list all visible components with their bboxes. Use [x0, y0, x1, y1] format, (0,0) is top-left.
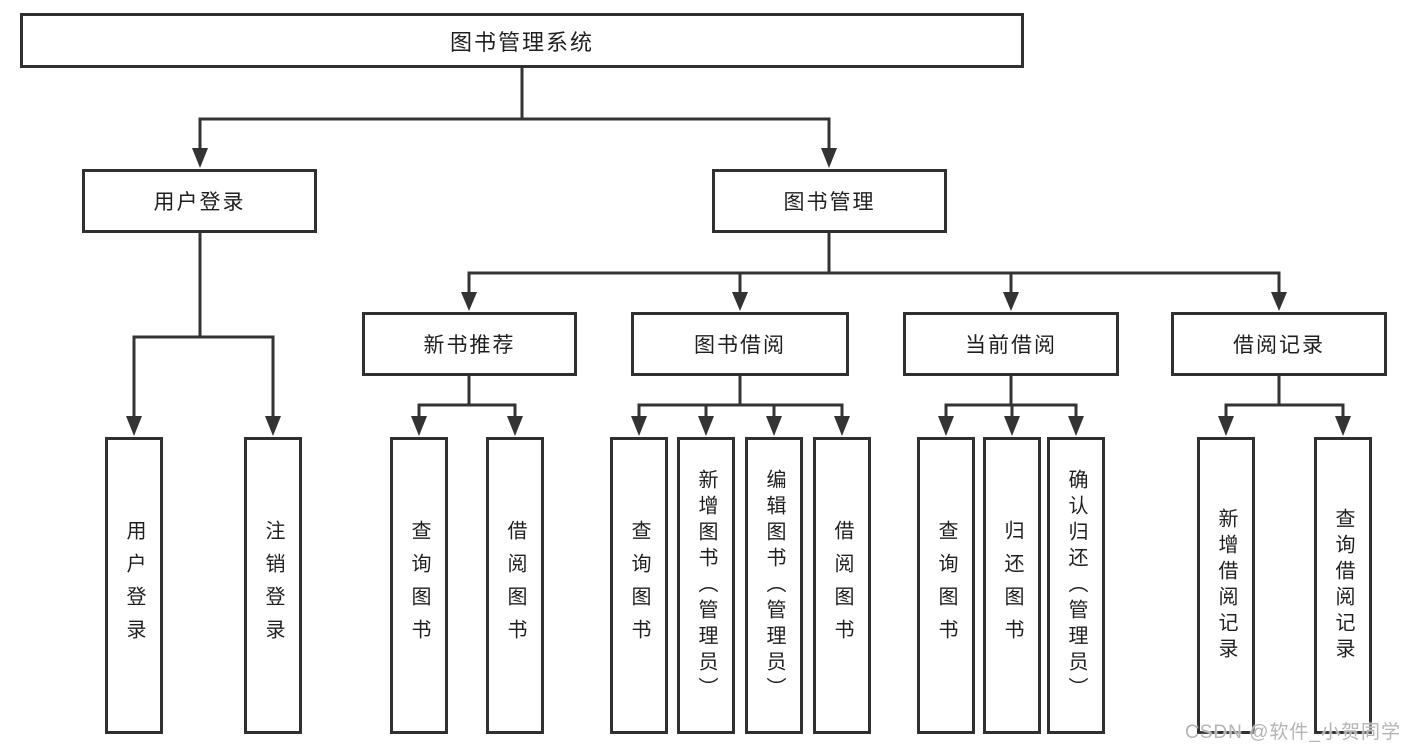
leaf-borrow-books-recommend: 借阅图书 [486, 437, 544, 734]
leaf-query-books-current: 查询图书 [917, 437, 975, 734]
leaf-query-books-recommend: 查询图书 [390, 437, 448, 734]
leaf-return-book: 归还图书 [983, 437, 1041, 734]
connector-book-borrow [631, 376, 850, 436]
arrowhead [1004, 416, 1020, 436]
arrowhead [698, 416, 714, 436]
arrowhead [265, 416, 281, 436]
connector-new-book-recommend [411, 376, 523, 436]
node-root: 图书管理系统 [20, 13, 1024, 68]
leaf-user-login: 用户登录 [105, 437, 163, 734]
node-new-book-recommend-label: 新书推荐 [423, 334, 516, 357]
csdn-watermark: CSDN @软件_小贺同学 [1185, 722, 1401, 743]
leaf-borrow-books: 借阅图书 [813, 437, 871, 734]
node-current-borrow-label: 当前借阅 [965, 334, 1057, 357]
connector-book-management [461, 232, 1287, 311]
leaf-add-borrow-record: 新增借阅记录 [1197, 437, 1255, 734]
connector-user-login [126, 232, 281, 436]
arrowhead [938, 416, 954, 436]
arrowhead [631, 416, 647, 436]
arrowhead [732, 292, 748, 311]
connector-current-borrow [938, 376, 1084, 436]
node-root-label: 图书管理系统 [449, 29, 594, 55]
node-book-borrow: 图书借阅 [631, 312, 849, 376]
node-new-book-recommend: 新书推荐 [362, 312, 577, 376]
node-book-management-label: 图书管理 [783, 191, 876, 214]
arrowhead [461, 292, 477, 311]
node-user-login: 用户登录 [82, 169, 317, 233]
leaf-add-book-admin: 新增图书（管理员） [677, 437, 735, 734]
node-current-borrow: 当前借阅 [903, 312, 1119, 376]
arrowhead [1068, 416, 1084, 436]
leaf-query-books-borrow: 查询图书 [610, 437, 668, 734]
arrowhead [1218, 416, 1234, 436]
arrowhead [411, 416, 427, 436]
leaf-logout: 注销登录 [244, 437, 302, 734]
arrowhead [1003, 292, 1019, 311]
arrowhead [766, 416, 782, 436]
leaf-edit-book-admin: 编辑图书（管理员） [745, 437, 803, 734]
node-book-management: 图书管理 [712, 169, 947, 233]
arrowhead [821, 148, 837, 168]
arrowhead [126, 416, 142, 436]
node-book-borrow-label: 图书借阅 [694, 334, 786, 357]
arrowhead [507, 416, 523, 436]
arrowhead [1335, 416, 1351, 436]
node-borrow-records: 借阅记录 [1171, 312, 1387, 376]
leaf-confirm-return-admin: 确认归还（管理员） [1047, 437, 1105, 734]
arrowhead [1271, 292, 1287, 311]
leaf-query-borrow-record: 查询借阅记录 [1314, 437, 1372, 734]
node-user-login-label: 用户登录 [153, 191, 246, 214]
arrowhead [834, 416, 850, 436]
node-borrow-records-label: 借阅记录 [1233, 334, 1325, 357]
connector-borrow-records [1218, 376, 1351, 436]
connector-root [192, 68, 837, 168]
arrowhead [192, 148, 208, 168]
